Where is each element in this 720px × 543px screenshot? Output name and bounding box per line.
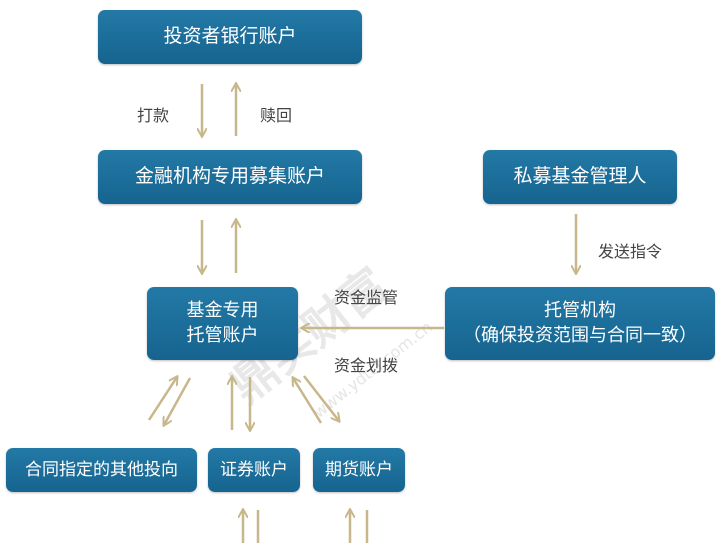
node-fund-manager: 私募基金管理人 xyxy=(483,150,677,204)
node-securities-account: 证券账户 xyxy=(208,448,300,492)
custody-account-line2: 托管账户 xyxy=(186,324,259,346)
arrow-other-up xyxy=(147,377,177,421)
arrow-futures-down xyxy=(303,375,339,421)
node-futures-account: 期货账户 xyxy=(313,448,405,492)
node-investor-bank-account: 投资者银行账户 xyxy=(98,10,362,64)
node-custody-account: 基金专用 托管账户 xyxy=(147,287,298,360)
node-other-investment: 合同指定的其他投向 xyxy=(6,448,197,492)
arrow-other-down xyxy=(164,377,192,425)
node-raise-account: 金融机构专用募集账户 xyxy=(98,150,362,204)
arrow-futures-up xyxy=(293,378,323,424)
label-fund-transfer: 资金划拨 xyxy=(334,356,399,375)
custody-account-line1: 基金专用 xyxy=(186,300,259,322)
label-pay: 打款 xyxy=(137,106,170,125)
label-redeem: 赎回 xyxy=(260,106,293,125)
node-custodian: 托管机构 （确保投资范围与合同一致） xyxy=(445,287,715,360)
custodian-line1: 托管机构 xyxy=(544,300,616,322)
label-send-instruction: 发送指令 xyxy=(598,242,663,261)
label-fund-supervision: 资金监管 xyxy=(334,288,399,307)
custodian-line2: （确保投资范围与合同一致） xyxy=(463,324,697,346)
